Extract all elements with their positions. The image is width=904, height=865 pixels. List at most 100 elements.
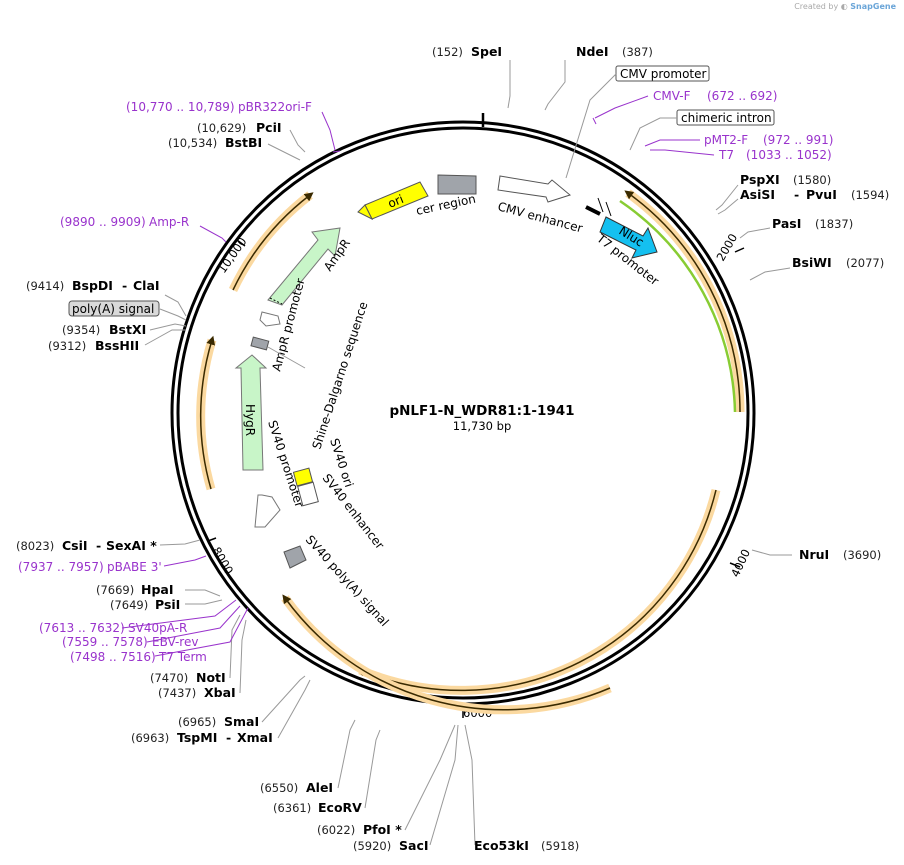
site-name: SacI [399, 838, 429, 853]
site-pos: (7669) [96, 583, 134, 597]
sv40-polya-feature [283, 545, 307, 569]
site-pos: (6965) [178, 715, 216, 729]
site-name: TspMI [177, 730, 217, 745]
site-name: NruI [799, 547, 829, 562]
site-pos: (9414) [26, 279, 64, 293]
site-pos: (10,629) [197, 121, 246, 135]
site-name: PasI [772, 216, 801, 231]
site-pos: (5918) [541, 839, 579, 853]
cer-region-feature [437, 174, 477, 195]
site-pos: (1580) [793, 173, 831, 187]
site-pos: (10,534) [168, 136, 217, 150]
site-name: PspXI [740, 172, 780, 187]
plasmid-title: pNLF1-N_WDR81:1-1941 11,730 bp [382, 403, 582, 433]
site-name: SpeI [471, 44, 502, 59]
watermark-prefix: Created by [794, 2, 839, 11]
site-name: BsiWI [792, 255, 832, 270]
cmv-enhancer-label: CMV enhancer [496, 199, 584, 235]
ampr-promoter-feature [259, 311, 281, 327]
site-pos: (5920) [353, 839, 391, 853]
site-pos: (7649) [110, 598, 148, 612]
site-pos: (6361) [273, 801, 311, 815]
site-name: PsiI [155, 597, 180, 612]
site-name: PvuI [806, 187, 837, 202]
sv40-enhancer-feature [297, 481, 319, 507]
site-name: BssHII [95, 338, 139, 353]
site-separator: - [794, 187, 799, 202]
site-name: XmaI [237, 730, 273, 745]
primer-range: (972 .. 991) [763, 133, 833, 147]
site-name: BspDI [72, 278, 113, 293]
primer-labels: (10,770 .. 10,789) pBR322ori-F (9890 .. … [18, 89, 833, 664]
primer-range: (7559 .. 7578) [62, 635, 148, 649]
site-separator: - [96, 538, 101, 553]
watermark-brand: SnapGene [850, 2, 896, 11]
primer-name: pMT2-F [704, 133, 748, 147]
primer-name: T7 Term [158, 650, 207, 664]
site-pos: (387) [622, 45, 653, 59]
site-pos: (6963) [131, 731, 169, 745]
site-name: PfoI * [363, 822, 402, 837]
sites-left: (10,629) PciI (10,534) BstBI (9414) BspD… [16, 120, 579, 853]
site-pos: (1594) [851, 188, 889, 202]
primer-range: (672 .. 692) [707, 89, 777, 103]
shine-dalgarno-label: Shine-Dalgarno sequence [310, 300, 371, 451]
chimeric-intron-label: chimeric intron [681, 111, 772, 125]
site-pos: (9312) [48, 339, 86, 353]
chimeric-intron-box: chimeric intron [676, 109, 775, 126]
site-pos: (6550) [260, 781, 298, 795]
promoter-bar [585, 205, 601, 216]
site-pos: (7470) [150, 671, 188, 685]
plasmid-name: pNLF1-N_WDR81:1-1941 [389, 403, 575, 419]
hygr-feature [234, 354, 268, 471]
site-pos: (9354) [62, 323, 100, 337]
site-pos: (152) [432, 45, 463, 59]
primer-name: T7 [718, 148, 734, 162]
cmv-enhancer-feature [497, 175, 572, 203]
site-name: SmaI [224, 714, 259, 729]
site-name: XbaI [204, 685, 236, 700]
site-pos: (2077) [846, 256, 884, 270]
primer-name: Amp-R [149, 215, 189, 229]
primer-leaders [121, 95, 715, 657]
site-separator: - [226, 730, 231, 745]
primer-name: CMV-F [653, 89, 691, 103]
primer-range: (7498 .. 7516) [70, 650, 156, 664]
site-pos: (8023) [16, 539, 54, 553]
site-name: ClaI [133, 278, 160, 293]
leader-lines [144, 60, 792, 846]
nluc-feature [599, 216, 658, 259]
polya-signal-box: poly(A) signal [68, 300, 160, 317]
site-pos: (1837) [815, 217, 853, 231]
ampr-feature [267, 227, 341, 306]
snapgene-logo-icon: ◐ [840, 2, 848, 11]
hygr-label: HygR [243, 404, 257, 436]
tick-label: 4000 [728, 547, 753, 579]
snapgene-watermark: Created by ◐ SnapGene [794, 2, 896, 11]
cmv-promoter-label: CMV promoter [620, 67, 707, 81]
site-name: EcoRV [318, 800, 362, 815]
site-name: BstBI [225, 135, 262, 150]
site-name: HpaI [141, 582, 174, 597]
plasmid-size: 11,730 bp [452, 419, 512, 433]
cmv-promoter-box: CMV promoter [615, 65, 710, 82]
site-name: NdeI [576, 44, 609, 59]
primer-range: (7937 .. 7957) [18, 560, 104, 574]
primer-range: (1033 .. 1052) [746, 148, 832, 162]
site-name: SexAI * [106, 538, 157, 553]
sv40-promoter-feature [254, 494, 281, 528]
primer-name: SV40pA-R [128, 621, 187, 635]
primer-range: (9890 .. 9909) [60, 215, 146, 229]
sd-feature [250, 336, 270, 351]
primer-range: (7613 .. 7632) [39, 621, 125, 635]
ori-label: ori [386, 192, 406, 211]
primer-name: pBR322ori-F [238, 100, 312, 114]
site-pos: (3690) [843, 548, 881, 562]
primer-name: EBV-rev [152, 635, 198, 649]
site-separator: - [122, 278, 127, 293]
site-pos: (6022) [317, 823, 355, 837]
sites-right: (152) SpeI NdeI (387) PspXI (1580) AsiSI… [432, 44, 889, 562]
site-name: CsiI [62, 538, 88, 553]
sv40-ori-feature [292, 467, 314, 487]
site-pos: (7437) [158, 686, 196, 700]
